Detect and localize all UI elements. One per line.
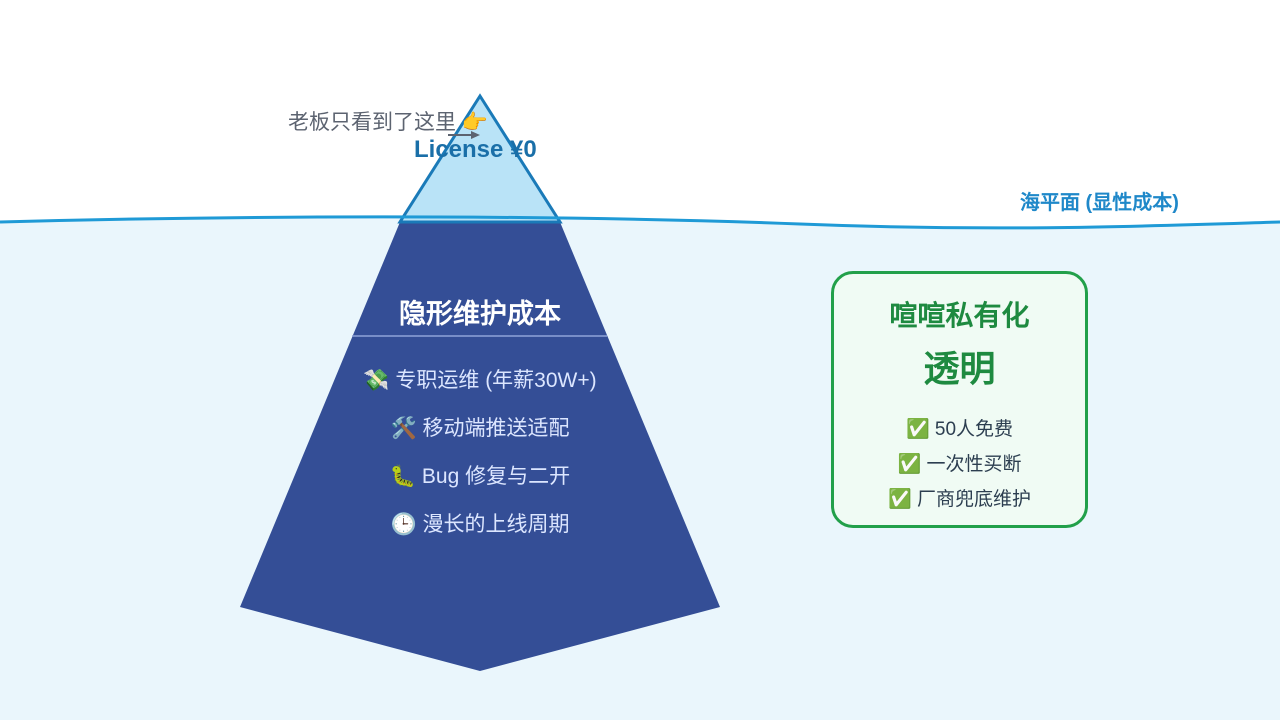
feature-text: 厂商兜底维护 [916, 489, 1031, 510]
check-icon: ✅ [888, 489, 912, 510]
cost-item: 🕒 漫长的上线周期 [340, 508, 620, 538]
feature-item: ✅ 厂商兜底维护 [834, 484, 1085, 511]
tools-icon: 🛠️ [390, 417, 417, 440]
clock-icon: 🕒 [390, 513, 417, 536]
cost-item: 🐛 Bug 修复与二开 [340, 460, 620, 490]
solution-subtitle: 透明 [923, 348, 996, 389]
cost-item-text: 专职运维 (年薪30W+) [395, 369, 597, 392]
sea-level-line [0, 215, 1280, 230]
iceberg-underwater [240, 222, 720, 671]
sea-level-label: 海平面 (显性成本) [1020, 192, 1179, 214]
money-with-wings-icon: 💸 [363, 369, 390, 392]
solution-title: 喧喧私有化 [889, 300, 1030, 331]
cost-item-text: 移动端推送适配 [422, 417, 570, 440]
cost-item: 🛠️ 移动端推送适配 [340, 412, 620, 442]
cost-item: 💸 专职运维 (年薪30W+) [340, 364, 620, 394]
cost-item-text: 漫长的上线周期 [422, 513, 570, 536]
boss-annotation: 老板只看到了这里 👉 [288, 111, 488, 134]
hidden-costs-title: 隐形维护成本 [399, 299, 561, 329]
feature-text: 一次性买断 [926, 454, 1022, 475]
feature-item: ✅ 一次性买断 [834, 449, 1085, 476]
license-label: License ¥0 [414, 136, 537, 163]
solution-box: 喧喧私有化 透明 ✅ 50人免费 ✅ 一次性买断 ✅ 厂商兜底维护 [831, 271, 1088, 528]
bug-icon: 🐛 [389, 465, 417, 488]
iceberg-tip [397, 93, 563, 224]
feature-text: 50人免费 [934, 419, 1014, 440]
check-icon: ✅ [897, 454, 922, 475]
arrow-icon [448, 131, 480, 139]
feature-item: ✅ 50人免费 [834, 414, 1085, 441]
check-icon: ✅ [905, 419, 930, 440]
cost-item-text: Bug 修复与二开 [421, 465, 571, 488]
